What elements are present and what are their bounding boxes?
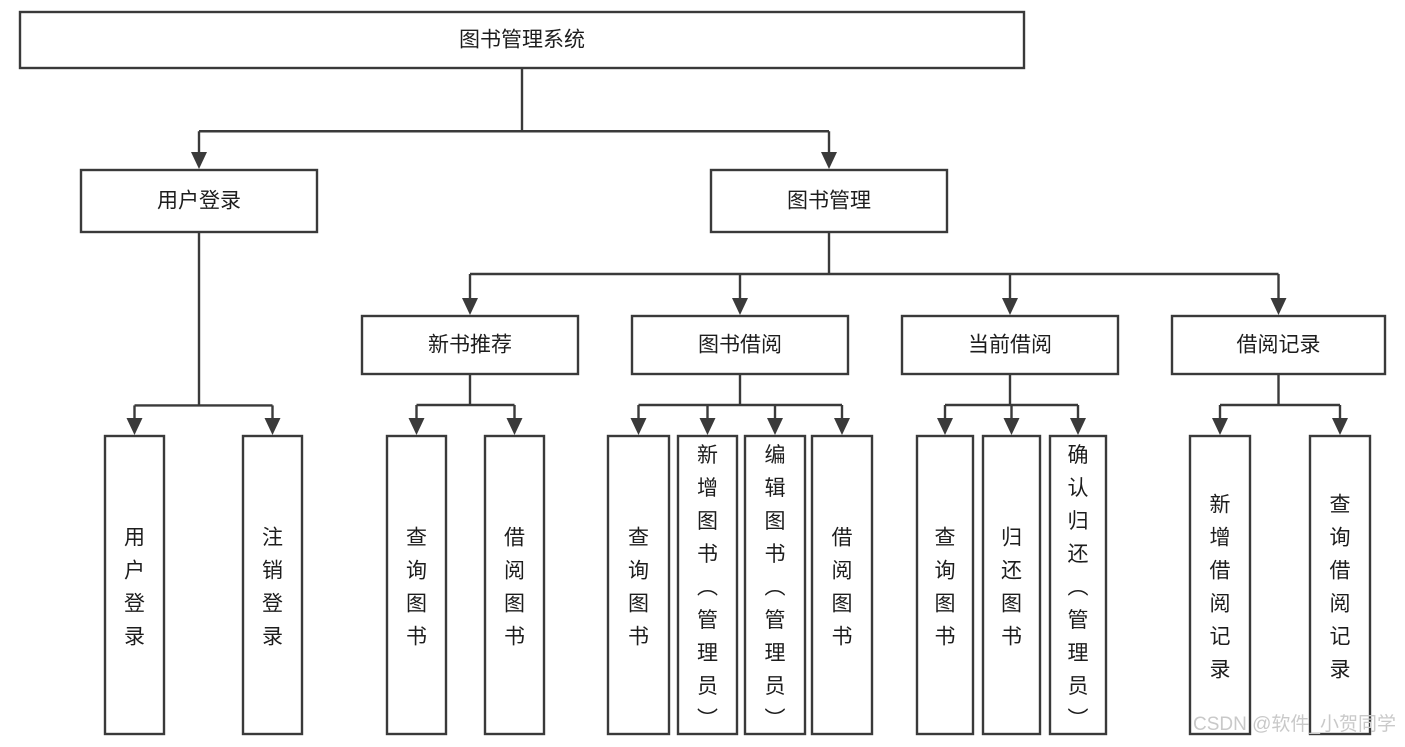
arrow-head-icon bbox=[821, 152, 837, 169]
node-box-borrow-record bbox=[1170, 314, 1387, 376]
edge-edge-userlogin-to-leaves bbox=[126, 232, 281, 435]
node-label-current-borrow: 当前借阅 bbox=[968, 334, 1052, 357]
node-label-new-book-recommend: 新书推荐 bbox=[428, 334, 512, 357]
node-leaf-add-record[interactable]: 新增借阅记录 bbox=[1188, 434, 1252, 736]
node-label-leaf-edit-book: 编辑图书︵管理员︶ bbox=[765, 444, 786, 731]
node-box-book-manage bbox=[709, 168, 949, 234]
node-leaf-edit-book[interactable]: 编辑图书︵管理员︶ bbox=[743, 434, 807, 736]
arrow-head-icon bbox=[1070, 418, 1086, 435]
node-label-leaf-add-record: 新增借阅记录 bbox=[1210, 494, 1231, 682]
arrow-head-icon bbox=[506, 418, 523, 435]
node-label-root: 图书管理系统 bbox=[459, 29, 585, 52]
node-leaf-query-record[interactable]: 查询借阅记录 bbox=[1308, 434, 1372, 736]
node-layer: 图书管理系统用户登录图书管理新书推荐图书借阅当前借阅借阅记录用户登录注销登录查询… bbox=[18, 10, 1387, 736]
node-box-leaf-add-record bbox=[1188, 434, 1252, 736]
arrow-head-icon bbox=[126, 418, 143, 435]
node-leaf-add-book[interactable]: 新增图书︵管理员︶ bbox=[676, 434, 739, 736]
edge-edge-recommend-to-leaves bbox=[408, 374, 523, 435]
node-box-root bbox=[18, 10, 1026, 70]
edge-edge-root-to-level2 bbox=[191, 68, 837, 169]
node-label-book-manage: 图书管理 bbox=[787, 190, 871, 213]
node-box-leaf-query-record bbox=[1308, 434, 1372, 736]
node-label-leaf-confirm-return: 确认归还︵管理员︶ bbox=[1068, 444, 1089, 731]
node-leaf-confirm-return[interactable]: 确认归还︵管理员︶ bbox=[1048, 434, 1108, 736]
node-leaf-borrow-book-1[interactable]: 借阅图书 bbox=[483, 434, 546, 736]
node-label-leaf-borrow-book-2: 借阅图书 bbox=[832, 527, 853, 649]
edge-edge-borrow-to-leaves bbox=[630, 374, 850, 435]
node-label-leaf-query-record: 查询借阅记录 bbox=[1330, 494, 1351, 682]
node-book-manage[interactable]: 图书管理 bbox=[709, 168, 949, 234]
node-label-leaf-return-book: 归还图书 bbox=[1001, 527, 1022, 649]
arrow-head-icon bbox=[1212, 418, 1228, 435]
node-label-borrow-record: 借阅记录 bbox=[1237, 334, 1321, 357]
node-box-current-borrow bbox=[900, 314, 1120, 376]
node-leaf-return-book[interactable]: 归还图书 bbox=[981, 434, 1042, 736]
connector-layer bbox=[126, 68, 1348, 435]
node-leaf-borrow-book-2[interactable]: 借阅图书 bbox=[810, 434, 874, 736]
arrow-head-icon bbox=[462, 298, 478, 315]
node-box-leaf-query-book-3 bbox=[915, 434, 975, 736]
node-leaf-user-login[interactable]: 用户登录 bbox=[103, 434, 166, 736]
arrow-head-icon bbox=[408, 418, 425, 435]
arrow-head-icon bbox=[1270, 298, 1287, 315]
node-new-book-recommend[interactable]: 新书推荐 bbox=[360, 314, 580, 376]
arrow-head-icon bbox=[630, 418, 647, 435]
node-user-login[interactable]: 用户登录 bbox=[79, 168, 319, 234]
node-box-leaf-logout bbox=[241, 434, 304, 736]
arrow-head-icon bbox=[1003, 418, 1020, 435]
node-box-leaf-query-book-1 bbox=[385, 434, 448, 736]
node-leaf-query-book-1[interactable]: 查询图书 bbox=[385, 434, 448, 736]
edge-edge-bookmanage-to-level3 bbox=[462, 232, 1287, 315]
node-box-leaf-borrow-book-2 bbox=[810, 434, 874, 736]
node-box-leaf-edit-book bbox=[743, 434, 807, 736]
node-box-leaf-add-book bbox=[676, 434, 739, 736]
node-box-leaf-query-book-2 bbox=[606, 434, 671, 736]
edge-edge-record-to-leaves bbox=[1212, 374, 1348, 435]
node-borrow-record[interactable]: 借阅记录 bbox=[1170, 314, 1387, 376]
node-label-leaf-logout: 注销登录 bbox=[262, 527, 283, 649]
node-label-leaf-add-book: 新增图书︵管理员︶ bbox=[697, 444, 718, 731]
arrow-head-icon bbox=[1002, 298, 1018, 315]
node-box-user-login bbox=[79, 168, 319, 234]
node-root[interactable]: 图书管理系统 bbox=[18, 10, 1026, 70]
watermark-label: CSDN @软件_小贺同学 bbox=[1193, 713, 1396, 735]
edge-edge-current-to-leaves bbox=[937, 374, 1086, 435]
node-label-leaf-user-login: 用户登录 bbox=[124, 527, 145, 649]
arrow-head-icon bbox=[767, 418, 783, 435]
node-box-leaf-confirm-return bbox=[1048, 434, 1108, 736]
node-box-leaf-return-book bbox=[981, 434, 1042, 736]
node-leaf-logout[interactable]: 注销登录 bbox=[241, 434, 304, 736]
node-book-borrow[interactable]: 图书借阅 bbox=[630, 314, 850, 376]
node-label-user-login: 用户登录 bbox=[157, 190, 241, 213]
node-current-borrow[interactable]: 当前借阅 bbox=[900, 314, 1120, 376]
node-label-leaf-query-book-1: 查询图书 bbox=[406, 527, 427, 649]
node-leaf-query-book-2[interactable]: 查询图书 bbox=[606, 434, 671, 736]
node-box-new-book-recommend bbox=[360, 314, 580, 376]
arrow-head-icon bbox=[1332, 418, 1348, 435]
node-box-leaf-user-login bbox=[103, 434, 166, 736]
node-leaf-query-book-3[interactable]: 查询图书 bbox=[915, 434, 975, 736]
arrow-head-icon bbox=[732, 298, 748, 315]
node-box-book-borrow bbox=[630, 314, 850, 376]
watermark-layer: CSDN @软件_小贺同学 bbox=[1193, 713, 1396, 735]
arrow-head-icon bbox=[191, 152, 207, 169]
arrow-head-icon bbox=[834, 418, 850, 435]
node-label-leaf-borrow-book-1: 借阅图书 bbox=[504, 527, 525, 649]
node-label-leaf-query-book-3: 查询图书 bbox=[935, 527, 956, 649]
node-label-leaf-query-book-2: 查询图书 bbox=[628, 527, 649, 649]
node-label-book-borrow: 图书借阅 bbox=[698, 334, 782, 357]
node-box-leaf-borrow-book-1 bbox=[483, 434, 546, 736]
arrow-head-icon bbox=[937, 418, 953, 435]
arrow-head-icon bbox=[264, 418, 281, 435]
arrow-head-icon bbox=[699, 418, 716, 435]
